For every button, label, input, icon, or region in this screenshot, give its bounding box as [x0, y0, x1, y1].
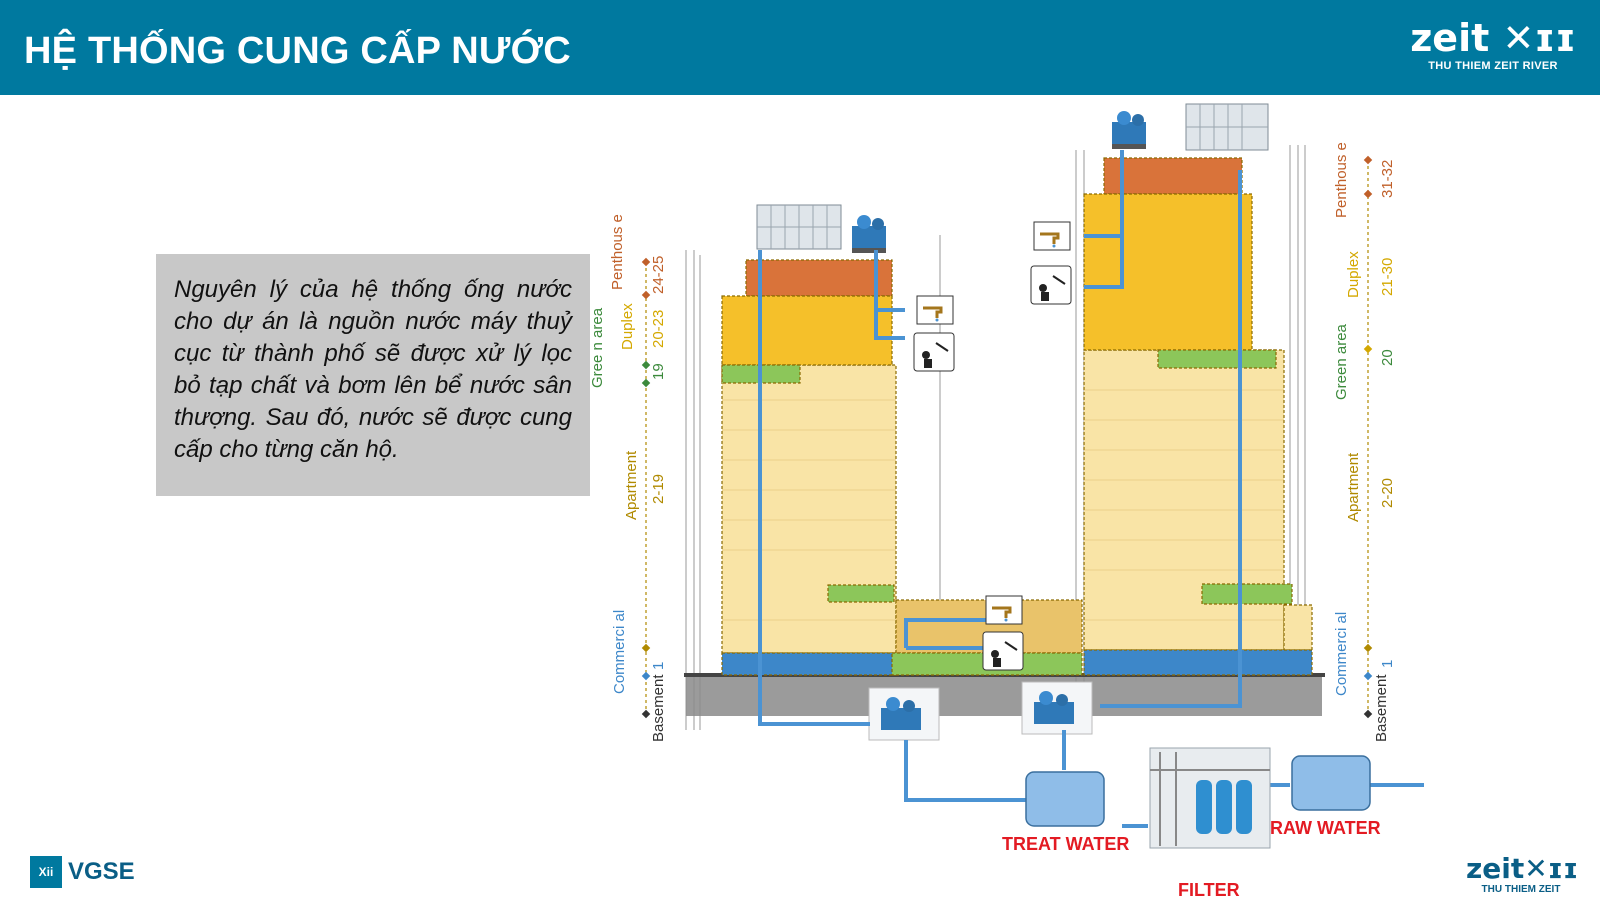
right-green-terrace	[1201, 583, 1293, 605]
vgse-mark-icon: Xii	[30, 856, 62, 888]
description-text: Nguyên lý của hệ thống ống nước cho dự á…	[174, 276, 572, 463]
faucet-icon	[1033, 221, 1071, 251]
basement-band	[686, 676, 1322, 716]
water-pipes	[758, 150, 1424, 828]
page-title: HỆ THỐNG CUNG CẤP NƯỚC	[24, 30, 571, 72]
filter-unit-icon	[1149, 747, 1271, 849]
left-basement-label: Basement	[650, 674, 667, 742]
right-dimension-markers	[1363, 155, 1373, 719]
shower-icon	[913, 332, 955, 372]
right-green-label: Green area	[1333, 323, 1350, 400]
faucet-icon	[916, 295, 954, 325]
left-zone-labels: Penthous e 24-25 Duplex 20-23 Gree n are…	[589, 214, 667, 742]
pump-icon	[1112, 111, 1146, 149]
right-duplex-label: Duplex	[1345, 251, 1362, 298]
right-commercial-floors: 1	[1379, 660, 1396, 668]
left-roof-tank	[756, 204, 842, 250]
left-duplex-zone	[721, 295, 893, 366]
shower-icon	[1030, 265, 1072, 305]
x-mark-icon: ✕ɪɪ	[1489, 16, 1576, 60]
left-apartment-zone	[721, 364, 897, 654]
right-penthouse-label: Penthous e	[1333, 142, 1350, 218]
brand-word-bottom: zeit✕ɪɪ	[1466, 852, 1579, 885]
left-duplex-floors: 20-23	[650, 310, 667, 348]
pump-icon	[852, 215, 886, 253]
brand-logo-bottom: zeit✕ɪɪ THU THIEM ZEIT	[1466, 852, 1579, 896]
right-apartment-floors: 2-20	[1379, 478, 1396, 508]
right-duplex-floors: 21-30	[1379, 258, 1396, 296]
right-commercial-zone	[1083, 649, 1313, 676]
left-commercial-label: Commerci al	[611, 610, 628, 694]
raw-water-tank	[1291, 755, 1371, 811]
left-duplex-label: Duplex	[619, 303, 636, 350]
right-apartment-annex	[1283, 604, 1313, 651]
brand-subtitle-bottom: THU THIEM ZEIT	[1481, 884, 1561, 895]
description-box: Nguyên lý của hệ thống ống nước cho dự á…	[156, 254, 590, 496]
left-penthouse-floors: 24-25	[650, 256, 667, 294]
right-green-zone	[1157, 349, 1277, 369]
left-commercial-floors: 1	[650, 662, 667, 670]
x-mark-icon: ✕ɪɪ	[1524, 852, 1579, 885]
faucet-icon	[985, 595, 1023, 625]
right-penthouse-zone	[1103, 157, 1243, 195]
left-commercial-zone	[721, 652, 897, 676]
floor-lines	[722, 389, 1284, 621]
brand-logo-top: zeit ✕ɪɪ THU THIEM ZEIT RIVER	[1408, 18, 1578, 72]
pump-icon	[1021, 681, 1093, 735]
vgse-logo: Xii VGSE	[30, 855, 135, 889]
left-green-terrace	[827, 584, 895, 603]
brand-word: zeit ✕ɪɪ	[1410, 16, 1576, 60]
shower-icon	[982, 631, 1024, 671]
left-penthouse-zone	[745, 259, 893, 297]
right-roof-tank	[1185, 103, 1269, 151]
vgse-text: VGSE	[68, 858, 135, 885]
treat-water-tank	[1025, 771, 1105, 827]
right-penthouse-floors: 31-32	[1379, 160, 1396, 198]
right-apartment-label: Apartment	[1345, 452, 1362, 522]
pump-icon	[868, 687, 940, 741]
right-commercial-label: Commerci al	[1333, 612, 1350, 696]
filter-label: FILTER	[1178, 880, 1240, 900]
left-green-label: Gree n area	[589, 307, 606, 388]
left-penthouse-label: Penthous e	[609, 214, 626, 290]
left-green-floors: 19	[650, 363, 667, 380]
treat-water-label: TREAT WATER	[1002, 834, 1129, 854]
header-bar	[0, 0, 1600, 95]
right-duplex-zone	[1083, 193, 1253, 351]
right-tower	[1083, 157, 1313, 676]
right-apartment-zone	[1083, 349, 1285, 651]
left-tower	[721, 259, 897, 676]
left-dimension-markers	[641, 257, 651, 719]
brand-subtitle: THU THIEM ZEIT RIVER	[1428, 60, 1558, 72]
raw-water-label: RAW WATER	[1270, 818, 1381, 838]
left-apartment-floors: 2-19	[650, 474, 667, 504]
right-green-floors: 20	[1379, 349, 1396, 366]
right-basement-label: Basement	[1373, 674, 1390, 742]
right-zone-labels: Penthous e 31-32 Duplex 21-30 Green area…	[1333, 142, 1396, 742]
left-apartment-label: Apartment	[623, 450, 640, 520]
